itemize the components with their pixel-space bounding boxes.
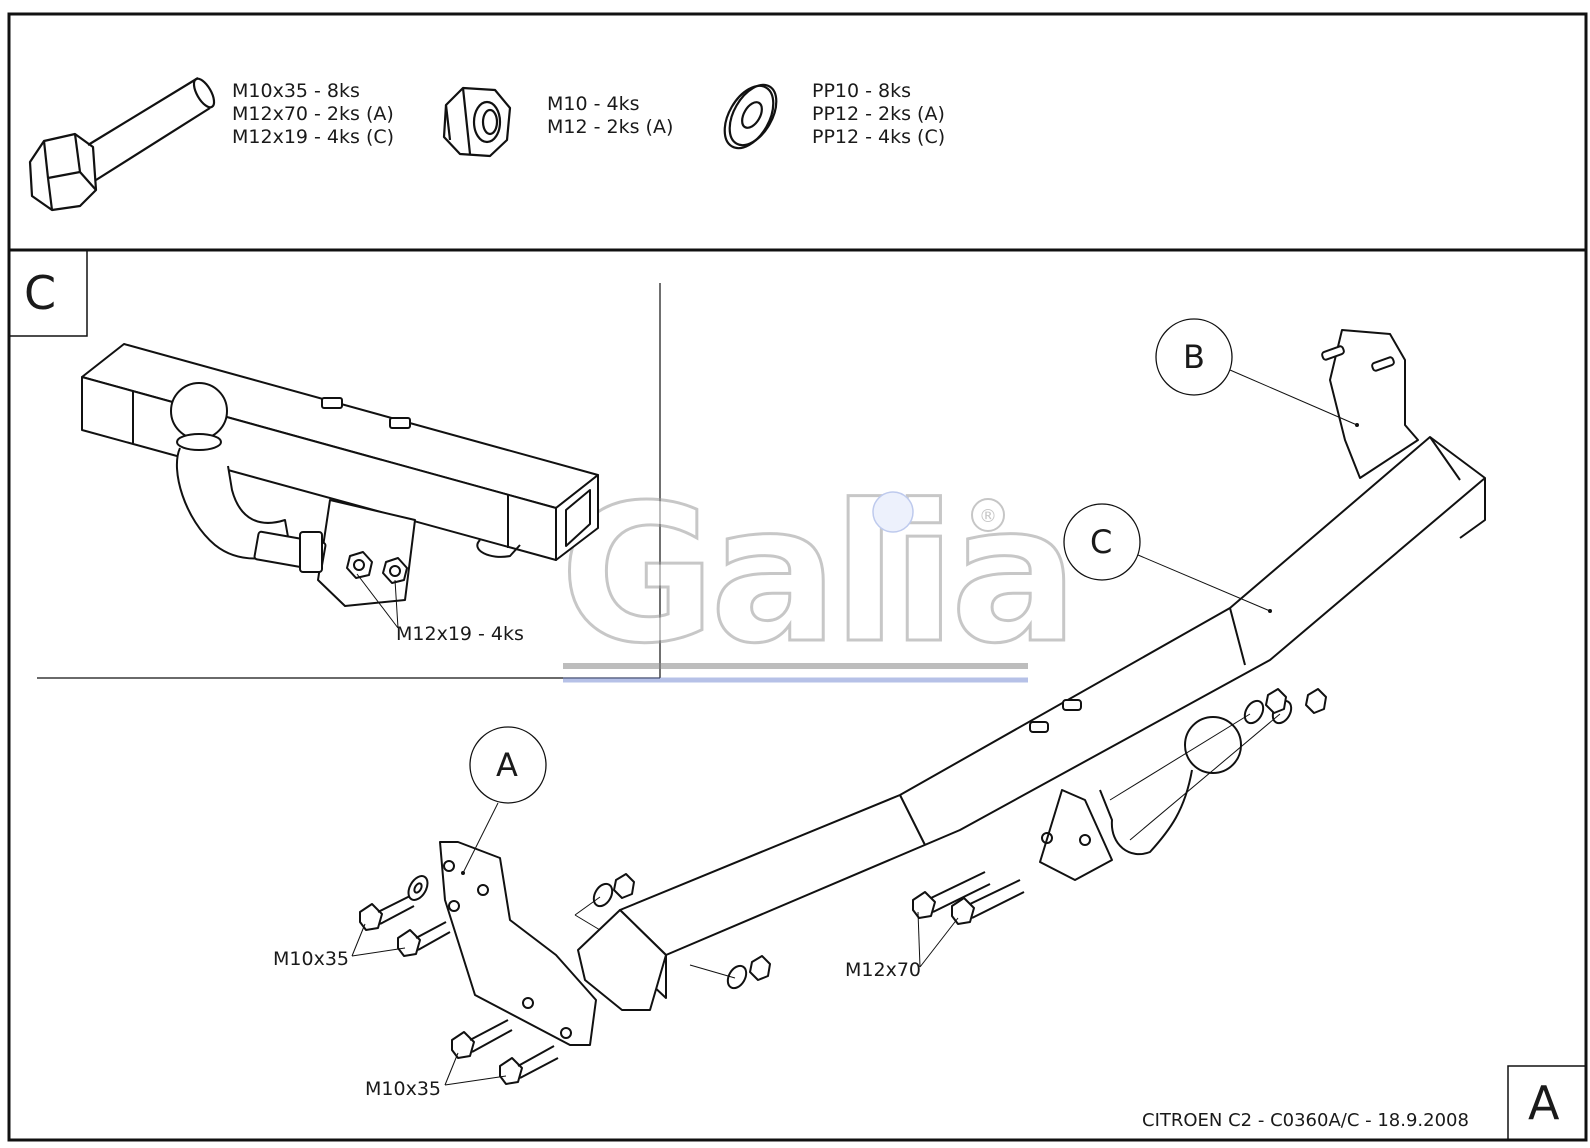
callout-circle-b [1155,318,1359,427]
bolt-spec-m12x70: M12x70 - 2ks (A) [232,103,394,125]
bolt-spec-m10x35: M10x35 - 8ks [232,80,360,102]
drawing-title: CITROEN C2 - C0360A/C - 18.9.2008 [1142,1110,1469,1131]
callout-letter-c: C [1090,523,1113,561]
nut-spec-m10: M10 - 4ks [547,93,640,115]
outer-border [7,12,1588,1142]
washer-spec-list: PP10 - 8ks PP12 - 2ks (A) PP12 - 4ks (C) [812,80,945,149]
callout-m12x70: M12x70 [845,959,921,981]
nut-icon [442,86,512,158]
nut-spec-list: M10 - 4ks M12 - 2ks (A) [547,93,673,139]
washer-spec-pp12-c: PP12 - 4ks (C) [812,126,946,148]
detail-letter: C [24,266,57,320]
detail-hitch-drawing [81,343,599,629]
callout-m10x35-upper: M10x35 [273,948,349,970]
bolt-spec-m12x19: M12x19 - 4ks (C) [232,126,395,148]
galia-watermark: Galia ® [559,463,1081,687]
callout-m10x35-lower: M10x35 [365,1078,441,1100]
detail-letter-box [8,249,88,337]
bolt-spec-list: M10x35 - 8ks M12x70 - 2ks (A) M12x19 - 4… [232,80,394,149]
callout-letter-a: A [496,746,518,784]
sheet-letter: A [1528,1076,1560,1130]
callout-circle-a [461,726,547,875]
washer-spec-pp10: PP10 - 8ks [812,80,912,102]
callout-letter-b: B [1183,338,1205,376]
watermark-registered: ® [979,506,997,527]
watermark-brand: Galia [560,464,1073,685]
bolt-icon [28,77,216,212]
sheet-letter-box [1507,1065,1587,1141]
washer-spec-pp12-a: PP12 - 2ks (A) [812,103,945,125]
nut-spec-m12: M12 - 2ks (A) [547,116,674,138]
detail-callout-m12x19: M12x19 - 4ks [396,623,524,645]
washer-icon [723,83,778,150]
callout-circle-c [1063,503,1272,613]
main-hitch-drawing [351,329,1486,1086]
